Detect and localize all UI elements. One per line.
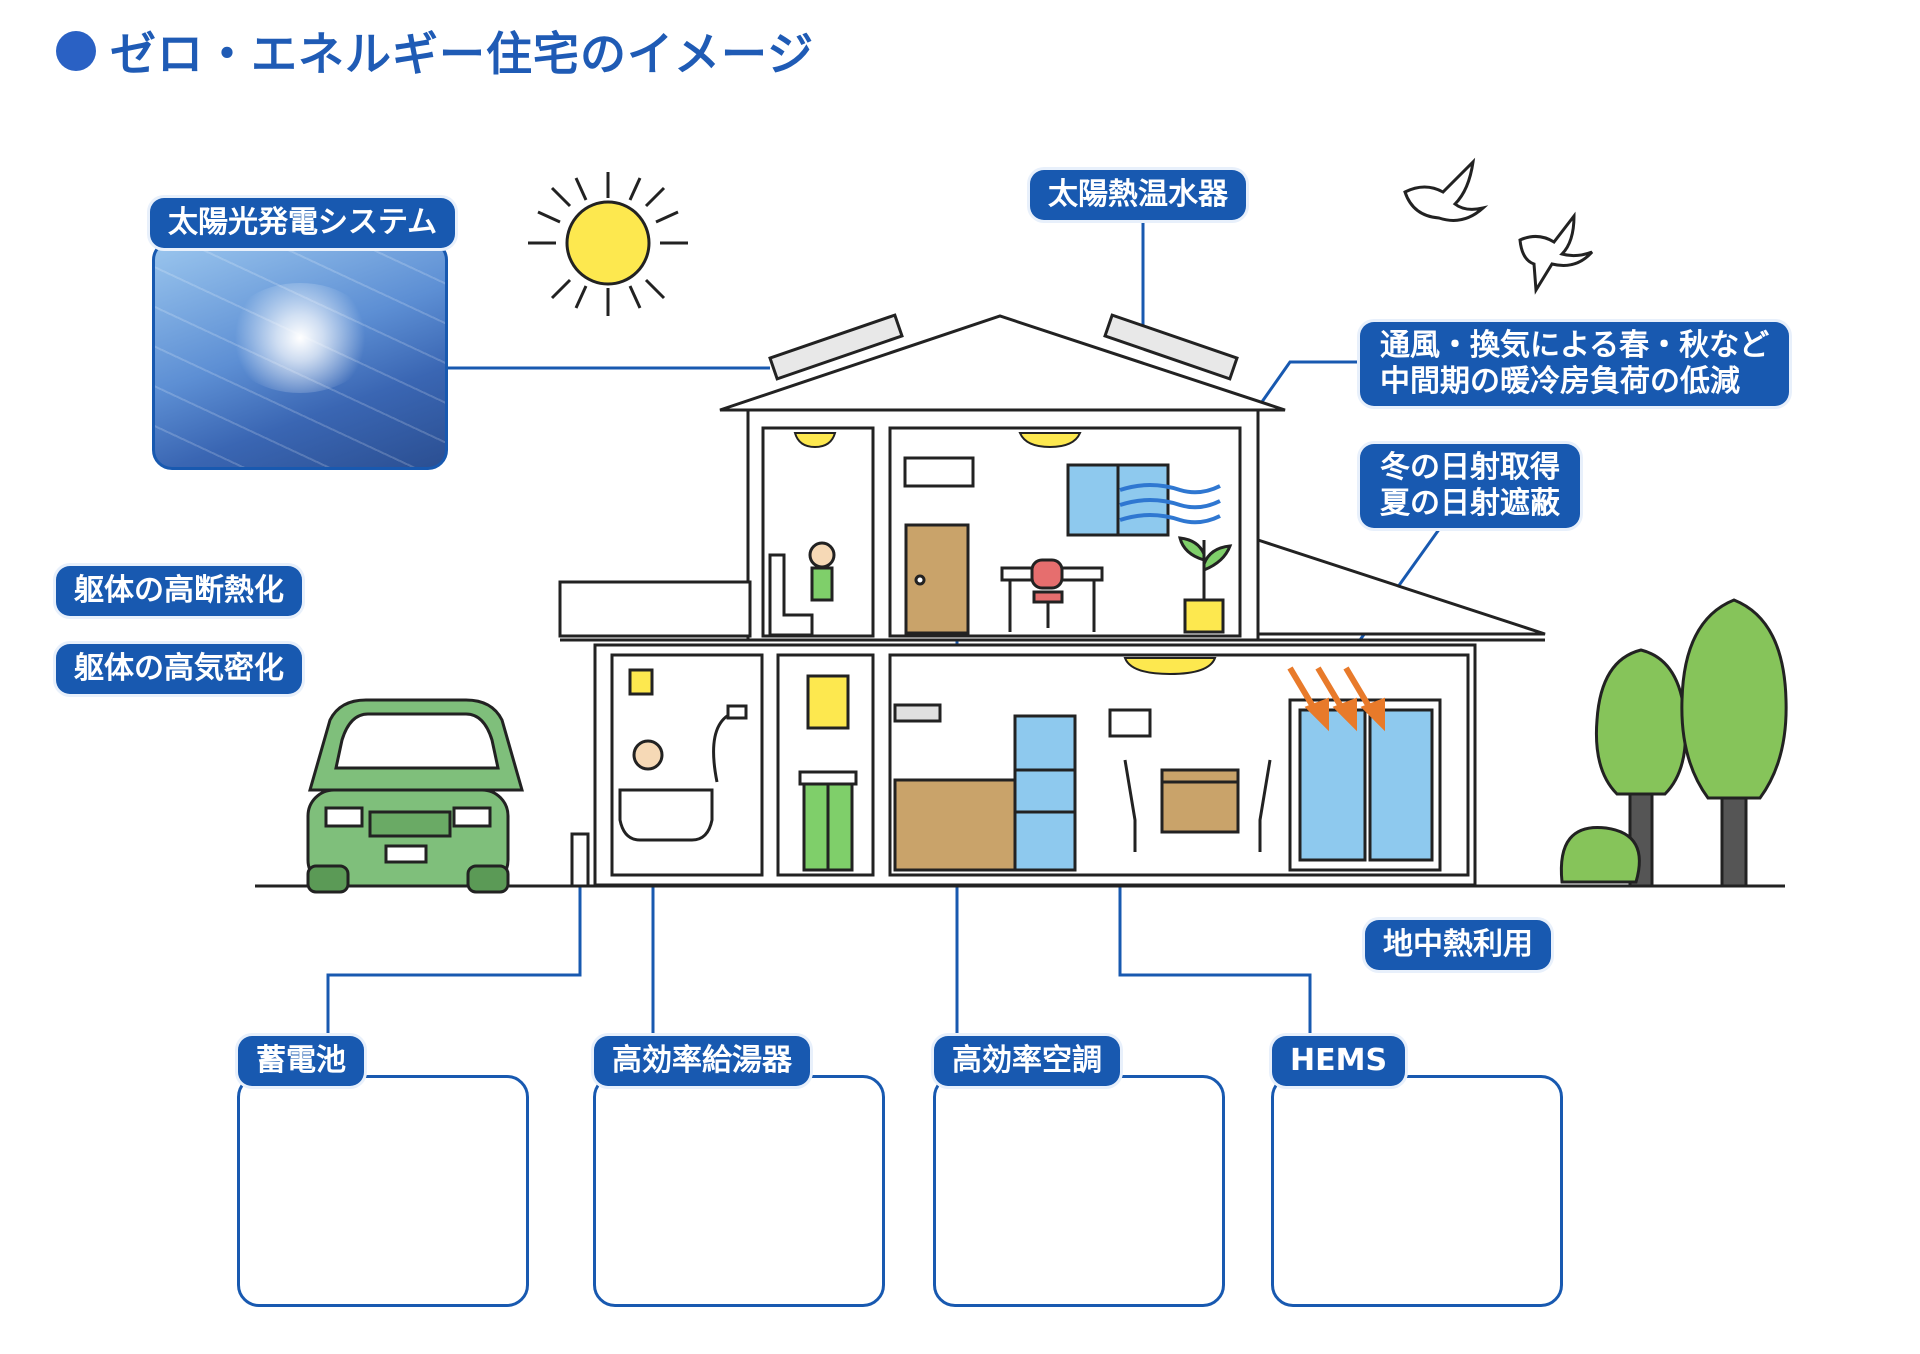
upper-rooms	[768, 456, 1233, 637]
car-icon	[306, 698, 524, 894]
tree-icon	[1559, 598, 1788, 888]
sun-glare	[225, 283, 375, 393]
panel-grid	[155, 243, 445, 467]
lower-rooms	[618, 668, 1442, 872]
solar-panel-photo	[152, 240, 448, 470]
solar-water-heater-label: 太陽熱温水器	[1030, 170, 1246, 220]
sunlight-arrows-icon	[1287, 666, 1385, 732]
solar-power-label: 太陽光発電システム	[150, 198, 456, 248]
hems-product-box	[1271, 1075, 1563, 1307]
air-conditioner-product-box	[933, 1075, 1225, 1307]
battery-product-box	[237, 1075, 529, 1307]
page-title: ゼロ・エネルギー住宅のイメージ	[56, 16, 814, 86]
ventilation-label-line2: 中間期の暖冷房負荷の低減	[1380, 364, 1740, 399]
airtight-label: 躯体の高気密化	[56, 644, 302, 694]
ventilation-label-line1: 通風・換気による春・秋など	[1380, 328, 1770, 363]
sunlight-label: 冬の日射取得 夏の日射遮蔽	[1360, 444, 1580, 528]
bullet-icon	[56, 31, 96, 71]
insulation-label: 躯体の高断熱化	[56, 566, 302, 616]
sunlight-label-line1: 冬の日射取得	[1380, 450, 1560, 485]
geothermal-label: 地中熱利用	[1365, 920, 1551, 970]
bird-icon	[1403, 157, 1594, 295]
battery-label: 蓄電池	[238, 1036, 364, 1086]
sunlight-label-line2: 夏の日射遮蔽	[1380, 486, 1560, 521]
ventilation-label: 通風・換気による春・秋など 中間期の暖冷房負荷の低減	[1360, 322, 1790, 406]
water-heater-label: 高効率給湯器	[594, 1036, 810, 1086]
ceiling-lights	[793, 432, 1217, 676]
hems-label: HEMS	[1272, 1036, 1406, 1086]
sun-icon	[528, 172, 688, 316]
page-title-text: ゼロ・エネルギー住宅のイメージ	[110, 27, 815, 81]
air-conditioner-label: 高効率空調	[934, 1036, 1120, 1086]
water-heater-product-box	[593, 1075, 885, 1307]
